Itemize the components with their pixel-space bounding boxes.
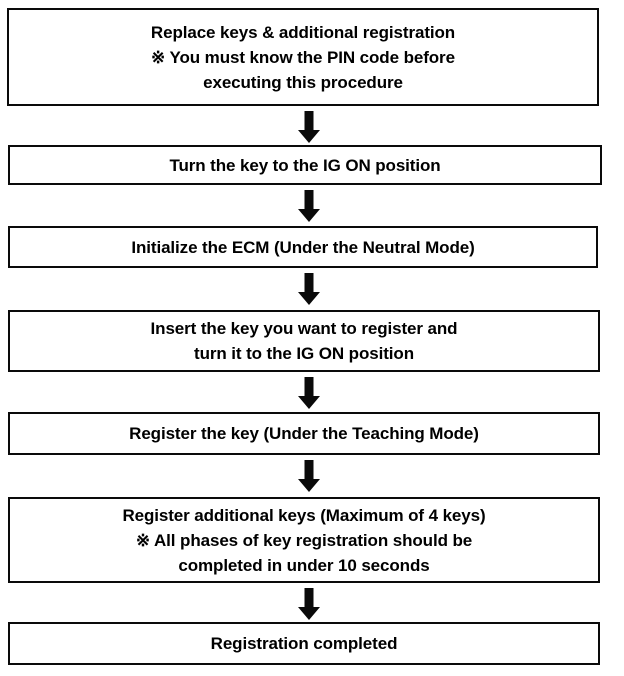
arrow-shaft bbox=[304, 588, 314, 608]
flow-node-line: Replace keys & additional registration bbox=[150, 22, 456, 42]
flow-node-line: Registration completed bbox=[210, 634, 398, 653]
arrow-shaft bbox=[304, 377, 314, 397]
arrow-shaft bbox=[304, 190, 314, 210]
arrow-shaft bbox=[304, 460, 314, 480]
flow-node-registration-completed: Registration completed bbox=[8, 622, 600, 665]
flow-node-line: Turn the key to the IG ON position bbox=[169, 155, 441, 175]
flow-node-line: ※ All phases of key registration should … bbox=[135, 530, 473, 550]
arrow-shaft bbox=[304, 273, 314, 293]
flow-node-line: turn it to the IG ON position bbox=[194, 344, 414, 363]
arrow-head-icon bbox=[298, 292, 320, 305]
flow-node-line: Initialize the ECM (Under the Neutral Mo… bbox=[131, 237, 475, 257]
flow-node-replace-keys-additional-registration: Replace keys & additional registration ※… bbox=[7, 8, 599, 106]
flow-node-line: Register the key (Under the Teaching Mod… bbox=[129, 424, 479, 443]
arrow-head-icon bbox=[298, 130, 320, 143]
flow-node-register-additional-keys: Register additional keys (Maximum of 4 k… bbox=[8, 497, 600, 583]
flow-node-register-key-teaching-mode: Register the key (Under the Teaching Mod… bbox=[8, 412, 600, 455]
flow-node-line: Register additional keys (Maximum of 4 k… bbox=[122, 505, 486, 525]
flow-node-line: executing this procedure bbox=[203, 72, 403, 92]
flow-node-line: Insert the key you want to register and bbox=[150, 319, 458, 338]
flow-node-line: ※ You must know the PIN code before bbox=[151, 47, 455, 67]
arrow-shaft bbox=[304, 111, 314, 131]
flow-node-turn-key-ig-on: Turn the key to the IG ON position bbox=[8, 145, 602, 185]
arrow-head-icon bbox=[298, 209, 320, 222]
arrow-head-icon bbox=[298, 396, 320, 409]
flow-node-line: completed in under 10 seconds bbox=[178, 555, 430, 575]
arrow-head-icon bbox=[298, 479, 320, 492]
flow-node-initialize-ecm: Initialize the ECM (Under the Neutral Mo… bbox=[8, 226, 598, 268]
flow-node-insert-key-turn-ig-on: Insert the key you want to register and … bbox=[8, 310, 600, 372]
arrow-head-icon bbox=[298, 607, 320, 620]
